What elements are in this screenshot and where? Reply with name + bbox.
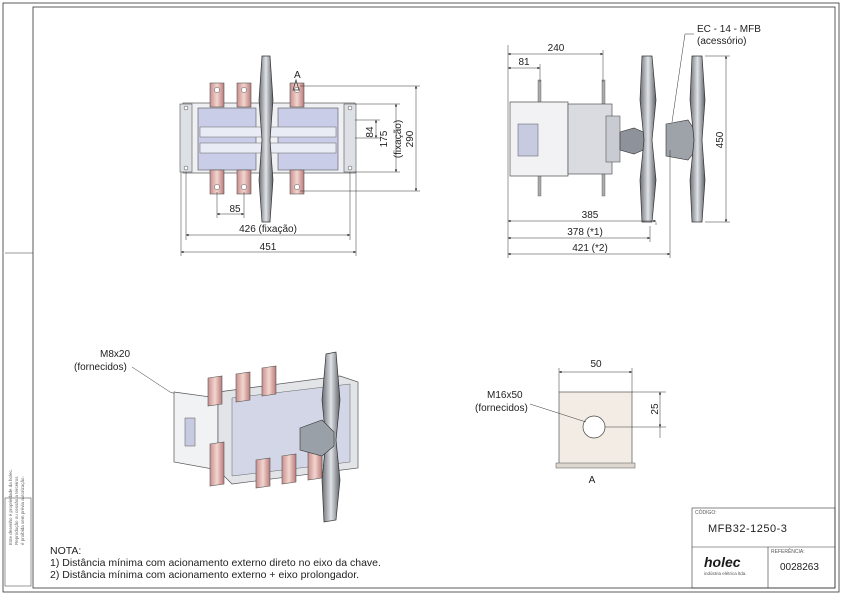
pole-module-right (277, 107, 339, 171)
terminal-hole (241, 87, 247, 93)
iso-callout-line1: M8x20 (100, 349, 130, 360)
terminal-top (236, 82, 252, 108)
side-strip-line3: é proibida sem prévia autorização. (20, 476, 25, 545)
dim-451: 451 (260, 242, 277, 253)
mount-hole (183, 165, 189, 171)
detail-callout-line2: (fornecidos) (475, 403, 528, 414)
sheet-border-inner (32, 6, 836, 589)
front-body-left-flange (179, 103, 193, 173)
terminal-hole (294, 184, 300, 190)
dim-240: 240 (548, 43, 565, 54)
dim-84: 84 (365, 126, 376, 138)
note-1: 1) Distância mínima com acionamento exte… (50, 557, 381, 569)
brand-logo: holec (704, 554, 741, 570)
accessory-note: (acessório) (697, 36, 746, 47)
dim-175: 175 (379, 130, 390, 147)
reference-caption: REFERÊNCIA: (771, 547, 805, 555)
side-label-plate (517, 123, 539, 157)
front-view: A 84 175 (fixação) 290 85 426 (fix (179, 55, 420, 256)
terminal-bottom (289, 169, 305, 195)
terminal-bottom (209, 169, 225, 195)
reference-value: 0028263 (780, 562, 819, 573)
detail-label: A (589, 475, 596, 486)
detail-a: 50 25 M16x50 (fornecidos) A (475, 359, 666, 486)
terminal-top (209, 82, 225, 108)
iso-callout-line2: (fornecidos) (74, 362, 127, 373)
front-handle (258, 55, 274, 223)
side-view: EC - 14 - MFB (acessório) 240 81 450 385… (507, 24, 761, 258)
pole-module-left (197, 107, 257, 171)
side-body-block (605, 115, 621, 163)
terminal-bottom (236, 169, 252, 195)
dim-85: 85 (229, 204, 241, 215)
side-strip-text: Este desenho é propriedade da holec. Rep… (8, 469, 25, 545)
accessory-plate (689, 55, 706, 223)
dim-81: 81 (518, 57, 530, 68)
isometric-view: M8x20 (fornecidos) (74, 349, 359, 523)
note-2: 2) Distância mínima com acionamento exte… (50, 569, 359, 581)
side-body (567, 103, 613, 175)
front-body-right-flange (343, 103, 357, 173)
dim-50: 50 (590, 359, 602, 370)
terminal-hole (214, 87, 220, 93)
accessory-knob (665, 119, 697, 161)
notes: NOTA: 1) Distância mínima com acionament… (50, 545, 381, 581)
brand-sub: indústria elétrica ltda. (704, 571, 747, 576)
terminal-hole (214, 184, 220, 190)
title-block (691, 507, 836, 589)
code-value: MFB32-1250-3 (708, 523, 787, 535)
side-strip-line1: Este desenho é propriedade da holec. (8, 469, 13, 545)
dim-378: 378 (*1) (567, 227, 603, 238)
dim-175-note: (fixação) (393, 120, 404, 158)
dim-290: 290 (405, 130, 416, 147)
mount-hole (347, 105, 353, 111)
accessory-label: EC - 14 - MFB (697, 24, 761, 35)
side-strip-box (4, 497, 32, 587)
dim-421: 421 (*2) (572, 243, 608, 254)
mount-hole (183, 105, 189, 111)
dim-426: 426 (fixação) (239, 224, 297, 235)
code-caption: CÓDIGO: (695, 509, 717, 516)
notes-title: NOTA: (50, 545, 81, 557)
section-a-marker (292, 78, 300, 91)
dim-25: 25 (650, 403, 661, 415)
mount-hole (347, 165, 353, 171)
label-a-front: A (294, 70, 301, 81)
dim-450: 450 (715, 131, 726, 148)
side-bracket (509, 101, 569, 177)
side-strip-line2: Reprodução ou cessão a terceiros (14, 476, 19, 545)
dim-385: 385 (582, 210, 599, 221)
terminal-hole (241, 184, 247, 190)
terminal-top (289, 82, 305, 108)
detail-callout-line1: M16x50 (487, 390, 523, 401)
